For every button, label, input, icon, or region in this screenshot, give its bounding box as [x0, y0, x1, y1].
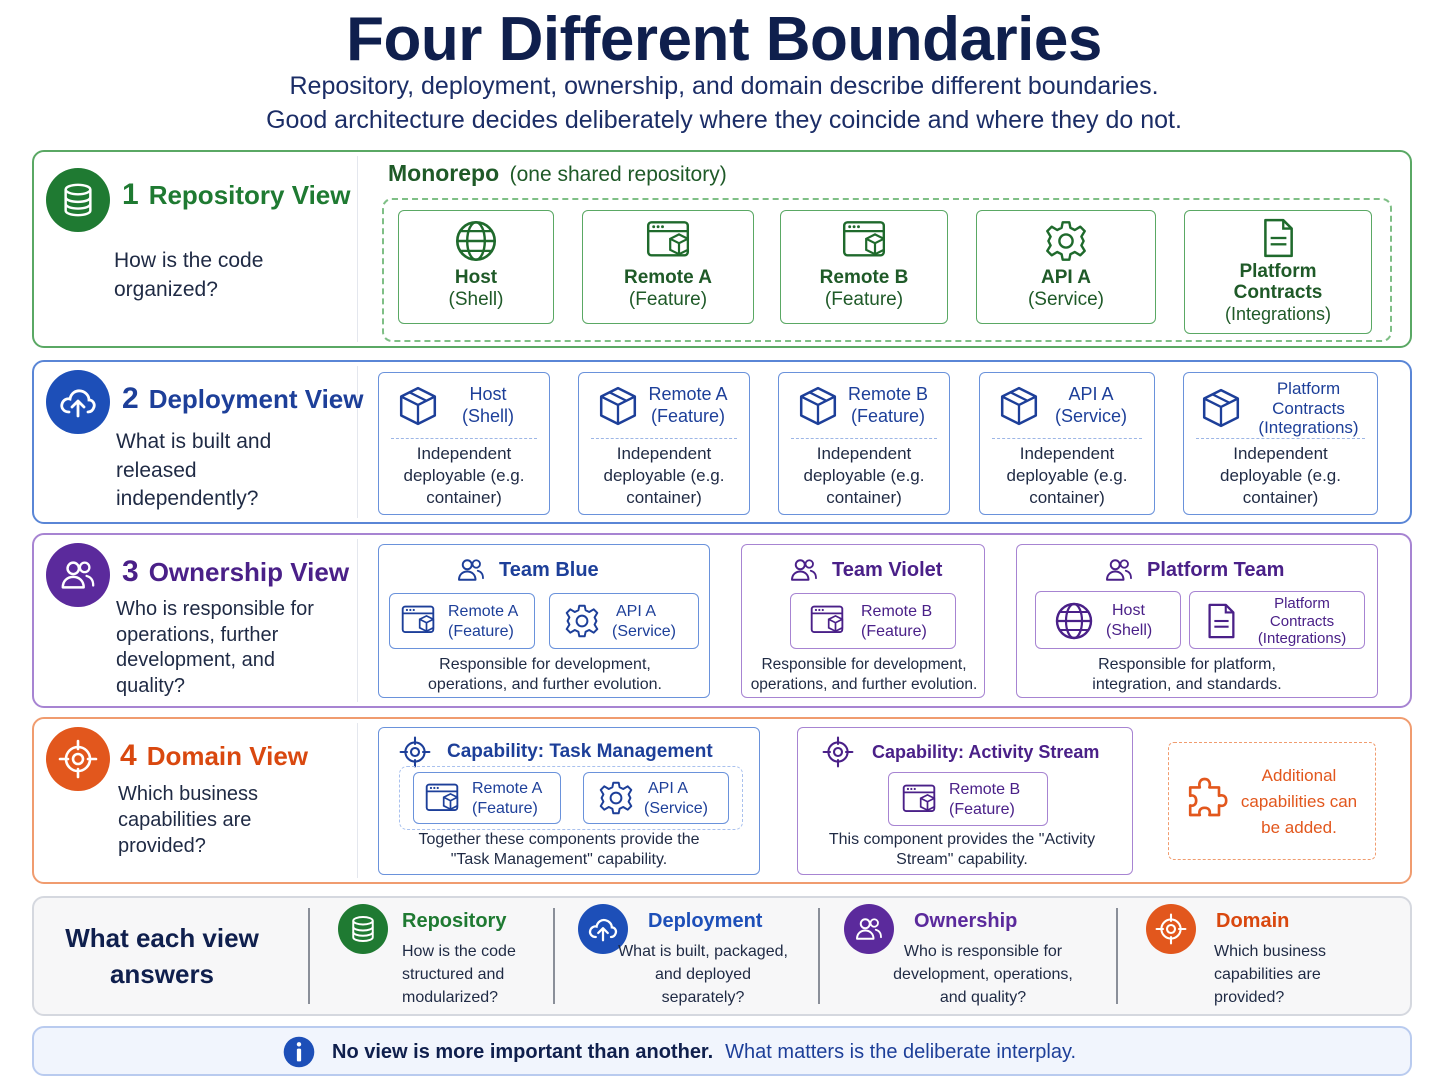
- capability-task-management[interactable]: Capability: Task Management Remote A (Fe…: [378, 727, 760, 875]
- target-icon: [46, 727, 110, 791]
- view-name: Ownership View: [148, 557, 350, 587]
- target-icon: [1146, 904, 1196, 954]
- deploy-item-platform-contracts[interactable]: Platform Contracts(Integrations)Independ…: [1183, 372, 1378, 515]
- capability-group-boundary: [399, 766, 743, 830]
- owned-item-api-a[interactable]: API A (Service): [549, 593, 699, 649]
- owned-item-remote-b[interactable]: Remote B (Feature): [790, 593, 956, 649]
- deploy-item-host[interactable]: Host(Shell)Independent deployable (e.g. …: [378, 372, 550, 515]
- summary-heading: What each view answers: [65, 923, 259, 989]
- subtitle-line-1: Repository, deployment, ownership, and d…: [289, 72, 1159, 100]
- view-number: 1: [122, 178, 139, 211]
- view-number: 4: [120, 739, 137, 772]
- team-description: Responsible for platform, integration, a…: [1092, 656, 1282, 693]
- view-question: How is the code organized?: [114, 249, 264, 301]
- deploy-item-remote-b[interactable]: Remote B(Feature)Independent deployable …: [778, 372, 950, 515]
- view-question: What is built and released independently…: [116, 430, 272, 510]
- package-box-icon: [797, 385, 839, 427]
- view-question: Which business capabilities are provided…: [118, 783, 259, 857]
- owned-item-remote-a[interactable]: Remote A (Feature): [389, 593, 535, 649]
- team-description: Responsible for development, operations,…: [750, 656, 978, 693]
- gear-icon: [564, 603, 600, 639]
- summary-panel: What each view answers Repository How is…: [32, 896, 1412, 1016]
- database-icon: [338, 904, 388, 954]
- package-box-icon: [597, 385, 639, 427]
- puzzle-icon: [1183, 773, 1231, 821]
- window-package-icon: [644, 219, 692, 263]
- users-icon: [844, 904, 894, 954]
- users-icon: [788, 555, 820, 585]
- users-icon: [455, 555, 487, 585]
- view-number: 3: [122, 555, 139, 588]
- document-icon: [1257, 217, 1299, 259]
- deploy-item-remote-a[interactable]: Remote A(Feature)Independent deployable …: [578, 372, 750, 515]
- window-package-icon: [424, 782, 460, 816]
- capability-item-remote-a[interactable]: Remote A (Feature): [413, 772, 561, 824]
- additional-capabilities-card[interactable]: Additional capabilities can be added.: [1168, 742, 1376, 860]
- capability-description: Together these components provide the "T…: [418, 831, 700, 868]
- monorepo-label: Monorepo: [388, 160, 500, 186]
- window-package-icon: [901, 783, 937, 817]
- monorepo-boundary: [382, 198, 1392, 342]
- team-name: Team Violet: [832, 558, 943, 581]
- subtitle-line-2: Good architecture decides deliberately w…: [266, 106, 1182, 134]
- cloud-upload-icon: [578, 904, 628, 954]
- gear-icon: [1044, 219, 1088, 263]
- globe-icon: [1054, 601, 1094, 641]
- capability-item-remote-b[interactable]: Remote B (Feature): [888, 772, 1048, 826]
- repo-item-platform-contracts[interactable]: Platform Contracts (Integrations): [1184, 210, 1372, 334]
- package-box-icon: [397, 385, 439, 427]
- page-title: Four Different Boundaries: [346, 5, 1102, 74]
- package-box-icon: [1200, 387, 1242, 429]
- view-name: Deployment View: [148, 384, 364, 414]
- team-name: Platform Team: [1147, 558, 1285, 581]
- team-blue-card[interactable]: Team Blue Remote A (Feature) API A (Serv…: [378, 544, 710, 698]
- platform-team-card[interactable]: Platform Team Host (Shell) Platform Cont…: [1016, 544, 1378, 698]
- repo-item-api-a[interactable]: API A (Service): [976, 210, 1156, 324]
- additional-capabilities-text: Additional capabilities can be added.: [1240, 766, 1358, 837]
- view-name: Domain View: [146, 741, 309, 771]
- window-package-icon: [400, 604, 436, 638]
- globe-icon: [454, 219, 498, 263]
- team-description: Responsible for development, operations,…: [428, 656, 662, 693]
- monorepo-note: (one shared repository): [509, 163, 727, 186]
- capability-name: Capability: Task Management: [447, 741, 713, 762]
- repo-item-remote-b[interactable]: Remote B (Feature): [780, 210, 948, 324]
- team-name: Team Blue: [499, 558, 599, 581]
- repo-item-remote-a[interactable]: Remote A (Feature): [582, 210, 754, 324]
- capability-name: Capability: Activity Stream: [872, 741, 1100, 762]
- repo-item-host[interactable]: Host (Shell): [398, 210, 554, 324]
- window-package-icon: [840, 219, 888, 263]
- view-question: Who is responsible for operations, furth…: [116, 598, 314, 697]
- owned-item-host[interactable]: Host (Shell): [1035, 591, 1181, 649]
- view-number: 2: [122, 382, 139, 415]
- target-icon: [399, 736, 431, 768]
- note-rest: What matters is the deliberate interplay…: [725, 1040, 1077, 1063]
- cloud-upload-icon: [46, 370, 110, 434]
- note-bold: No view is more important than another.: [332, 1040, 714, 1063]
- users-icon: [1103, 555, 1135, 585]
- repository-view-panel: 1 Repository View How is the code organi…: [32, 150, 1412, 348]
- package-box-icon: [998, 385, 1040, 427]
- owned-item-platform-contracts[interactable]: Platform Contracts (Integrations): [1189, 591, 1365, 649]
- deploy-item-api-a[interactable]: API A(Service)Independent deployable (e.…: [979, 372, 1155, 515]
- info-icon: [282, 1035, 316, 1069]
- document-icon: [1202, 601, 1240, 641]
- users-icon: [46, 543, 110, 607]
- window-package-icon: [809, 604, 845, 638]
- view-name: Repository View: [148, 180, 351, 210]
- gear-icon: [598, 780, 634, 816]
- note-banner: No view is more important than another. …: [32, 1026, 1412, 1076]
- database-icon: [46, 168, 110, 232]
- capability-activity-stream[interactable]: Capability: Activity Stream Remote B (Fe…: [797, 727, 1133, 875]
- target-icon: [822, 736, 854, 768]
- capability-item-api-a[interactable]: API A (Service): [583, 772, 729, 824]
- capability-description: This component provides the "Activity St…: [828, 831, 1096, 868]
- team-violet-card[interactable]: Team Violet Remote B (Feature) Responsib…: [741, 544, 985, 698]
